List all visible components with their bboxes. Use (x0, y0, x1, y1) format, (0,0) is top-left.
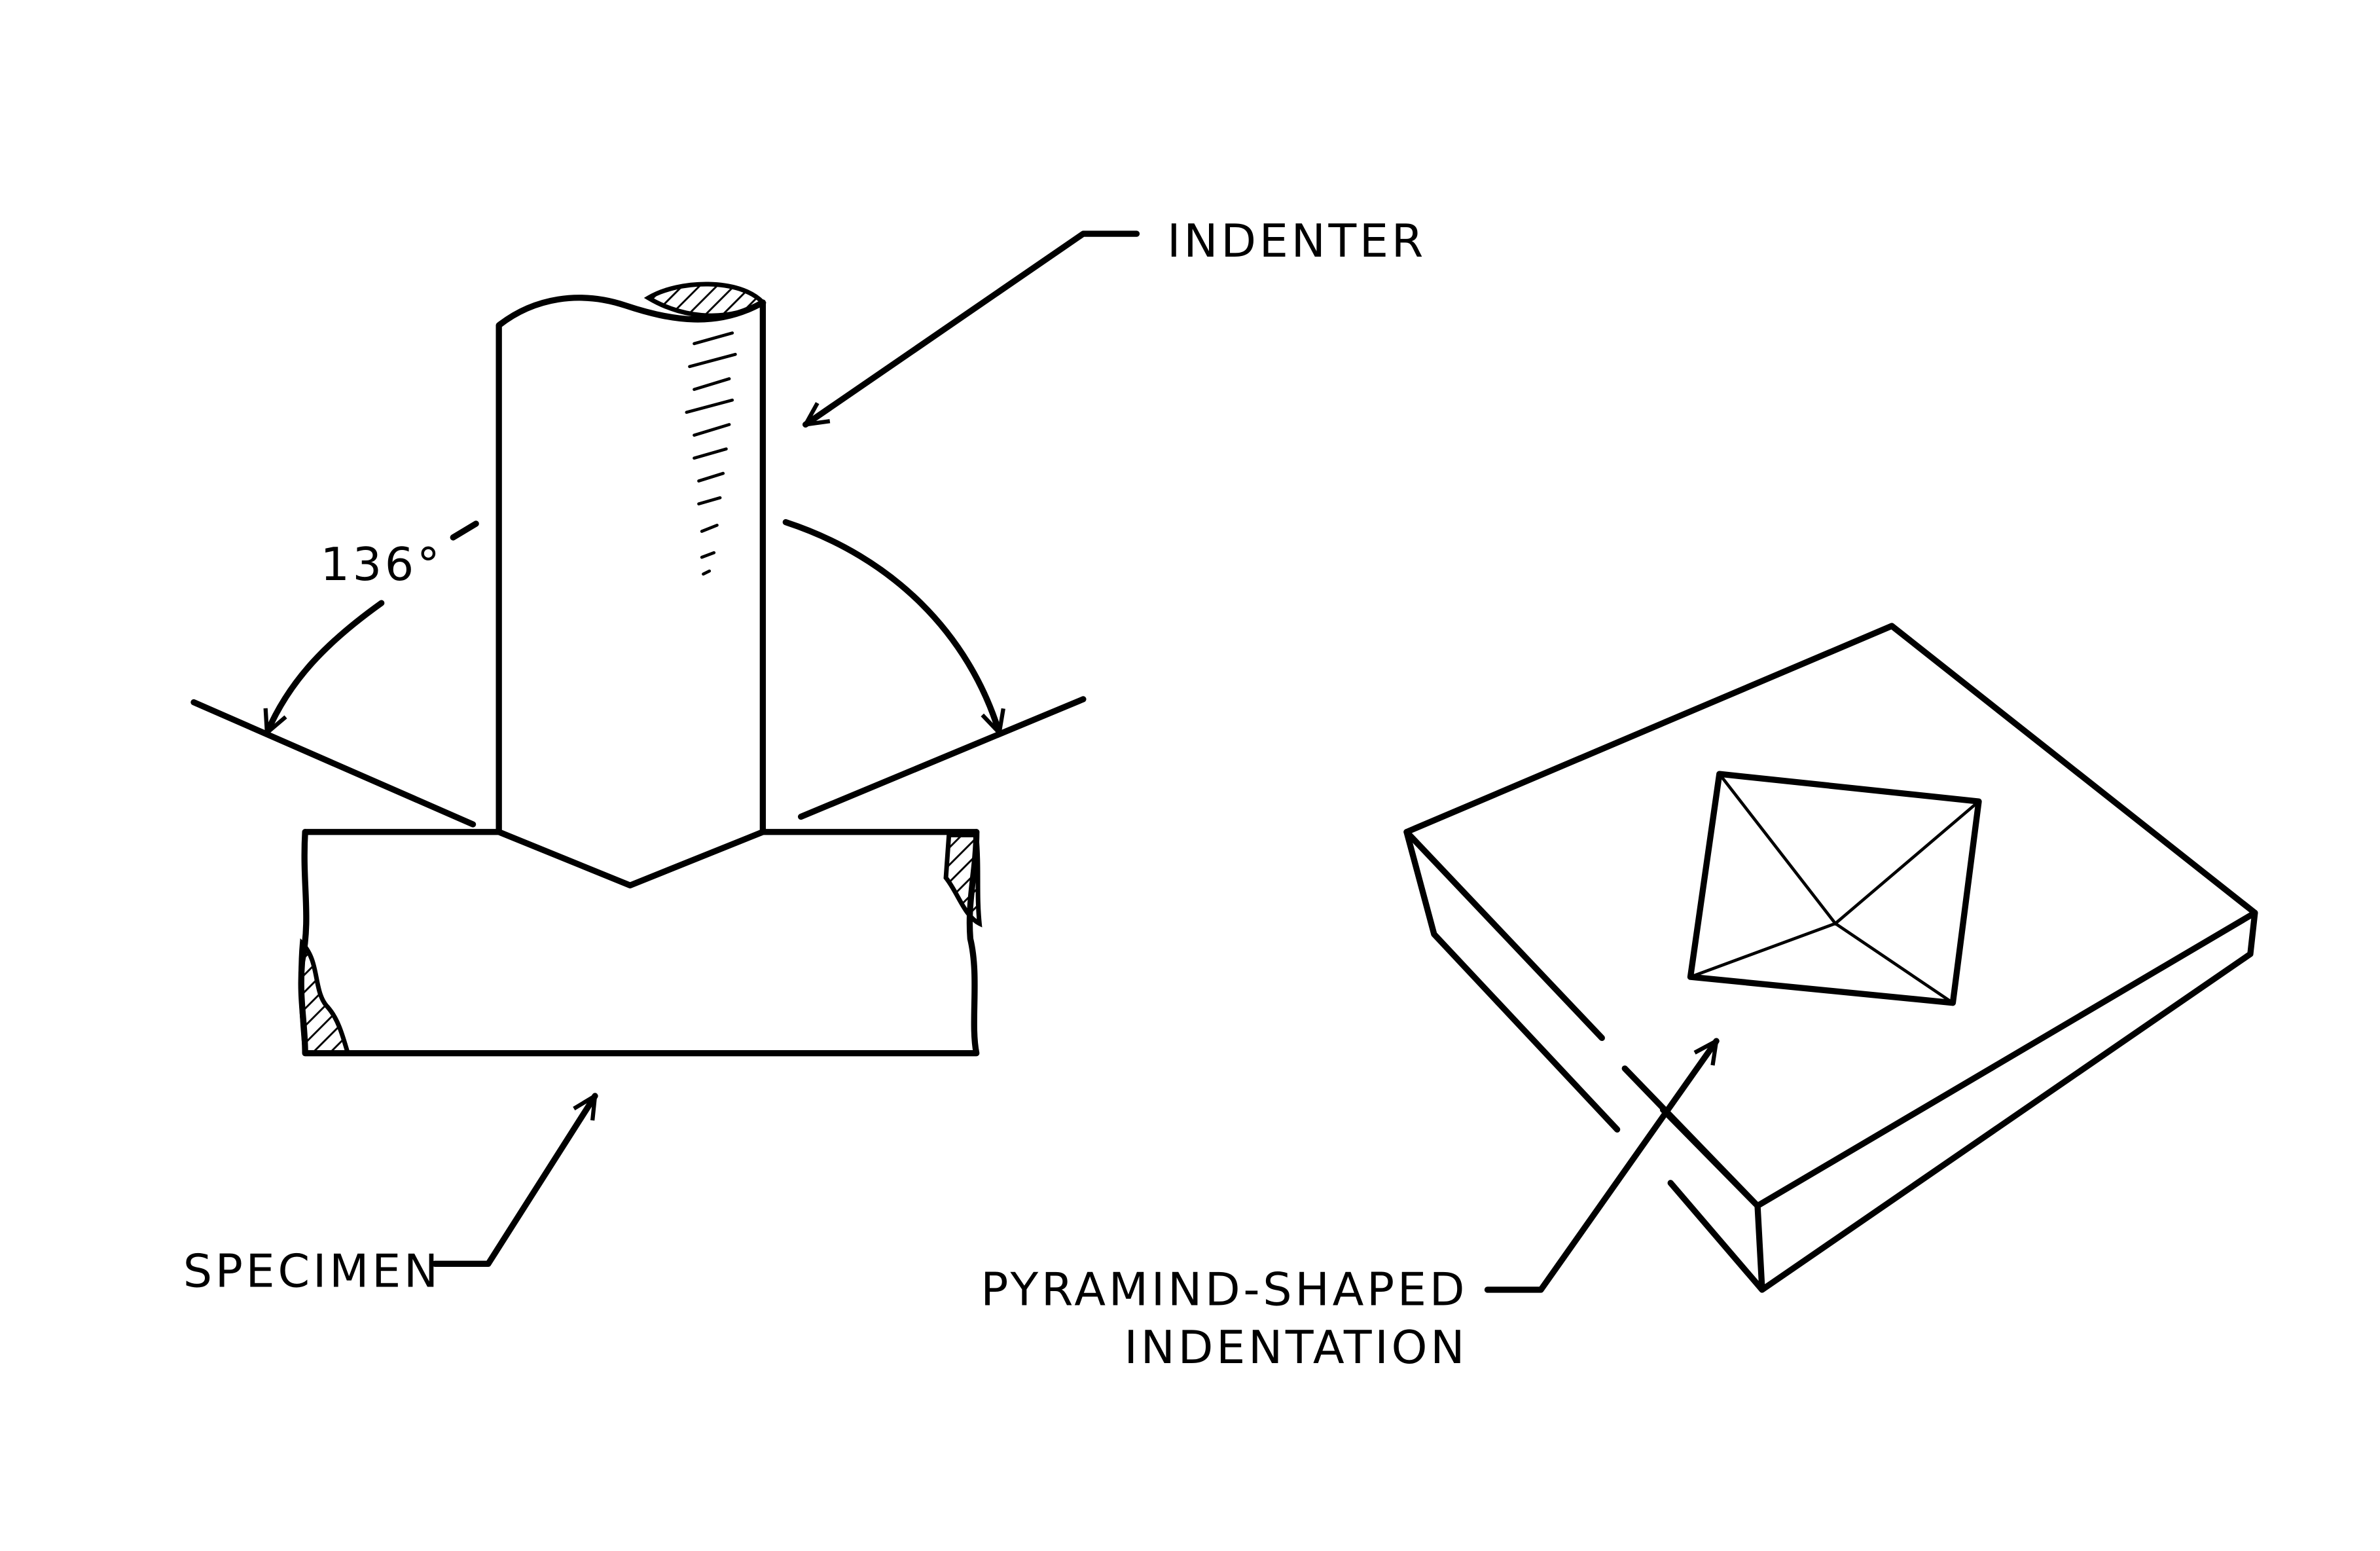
indenter-shading (685, 331, 737, 576)
angle-label: 136° (320, 538, 442, 591)
indenter-section-hatch (643, 282, 766, 318)
specimen-block-3d (1403, 623, 2258, 1293)
specimen-block (298, 829, 983, 1057)
specimen-left-hatch (298, 938, 352, 1056)
specimen-right-hatch (943, 832, 983, 928)
indentation-leader-arrow (1484, 1041, 1720, 1293)
indenter-cylinder (496, 282, 766, 835)
indenter-leader-arrow (806, 230, 1140, 428)
pyramid-indentation (1687, 771, 1982, 1006)
specimen-label: SPECIMEN (183, 1245, 441, 1298)
specimen-leader-arrow (431, 1096, 598, 1268)
indentation-label-line1: PYRAMIND-SHAPED (981, 1263, 1468, 1316)
angle-indicator: 136° (190, 519, 1087, 828)
indentation-label-line2: INDENTATION (1124, 1321, 1468, 1374)
indenter-label: INDENTER (1167, 215, 1426, 268)
